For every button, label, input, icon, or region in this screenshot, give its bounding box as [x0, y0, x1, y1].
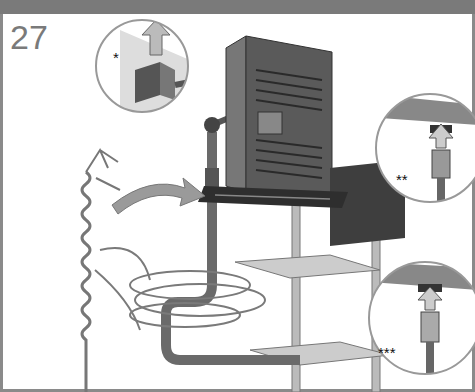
coiled-cable [82, 172, 90, 392]
header-band [0, 0, 475, 14]
move-arrow [112, 178, 205, 214]
callout-mark: ** [396, 172, 408, 187]
step-number: 27 [10, 20, 48, 54]
monitor [226, 36, 332, 198]
cable-ends [86, 150, 120, 190]
connector-panel [198, 186, 348, 208]
callout-mark: * [113, 50, 119, 65]
callout-mark: *** [378, 345, 396, 360]
detail-callout [376, 94, 475, 208]
mount-ball [204, 117, 220, 133]
cable-loops [95, 248, 265, 330]
detail-callout [369, 262, 475, 382]
detail-callout [96, 20, 200, 115]
